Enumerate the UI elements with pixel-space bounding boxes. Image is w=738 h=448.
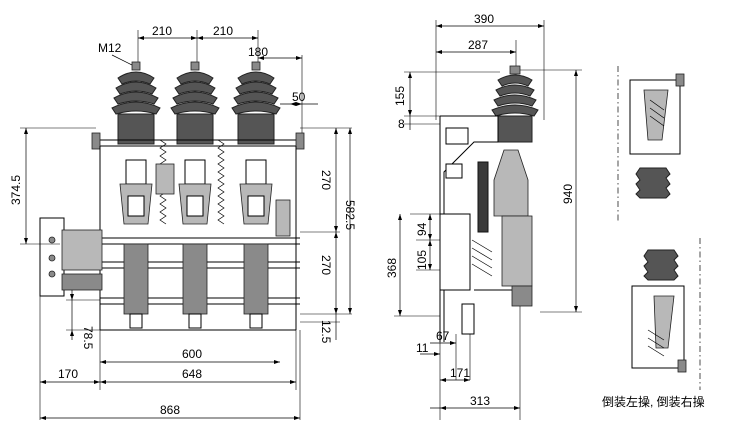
side-insulator: [491, 65, 539, 143]
dim-170: 170: [58, 367, 78, 381]
dim-313: 313: [470, 394, 490, 408]
dim-78-5: 78.5: [81, 326, 95, 350]
dim-pitch-left: 210: [152, 24, 172, 38]
dim-582-5: 582.5: [343, 200, 357, 230]
dim-868: 868: [160, 403, 180, 417]
dim-171: 171: [450, 366, 470, 380]
dim-287: 287: [468, 38, 488, 52]
side-frame: [439, 115, 520, 342]
dim-180: 180: [248, 45, 268, 59]
dim-270-upper: 270: [319, 170, 333, 190]
dim-67: 67: [436, 329, 450, 343]
inverted-variants: 倒装左操, 倒装右操: [602, 66, 705, 409]
dim-pitch: 210 210: [137, 24, 259, 70]
variant-left-operation: [617, 66, 685, 222]
side-fuse: [471, 149, 533, 307]
dim-94: 94: [415, 222, 429, 236]
variants-caption: 倒装左操, 倒装右操: [602, 394, 705, 409]
dim-50: 50: [292, 90, 306, 104]
front-view: 210 210 M12 180 50: [9, 24, 357, 420]
operating-mechanism: [39, 217, 103, 297]
dim-368: 368: [385, 258, 399, 278]
dim-600: 600: [182, 347, 202, 361]
dim-940: 940: [561, 184, 575, 204]
dim-155: 155: [393, 86, 407, 106]
pole-assemblies: [119, 139, 291, 329]
variant-right-operation: [631, 238, 701, 390]
dim-11: 11: [416, 341, 429, 355]
dim-12-5: 12.5: [319, 320, 333, 344]
top-insulators: [111, 61, 281, 145]
dim-390: 390: [474, 12, 494, 26]
pole-1: [119, 159, 153, 329]
pole-2: [178, 159, 212, 329]
dim-648: 648: [182, 367, 202, 381]
pole-3: [239, 159, 273, 329]
thread-label: M12: [98, 41, 122, 55]
dim-8: 8: [398, 117, 405, 131]
dim-pitch-right: 210: [213, 24, 233, 38]
insulator-3: [231, 61, 281, 145]
dim-374-5: 374.5: [9, 175, 23, 205]
side-view: 390 287: [385, 12, 582, 420]
dim-105: 105: [415, 250, 429, 270]
springs: [155, 139, 291, 237]
dim-270-lower: 270: [319, 255, 333, 275]
insulator-1: [111, 61, 161, 145]
insulator-2: [170, 61, 220, 145]
